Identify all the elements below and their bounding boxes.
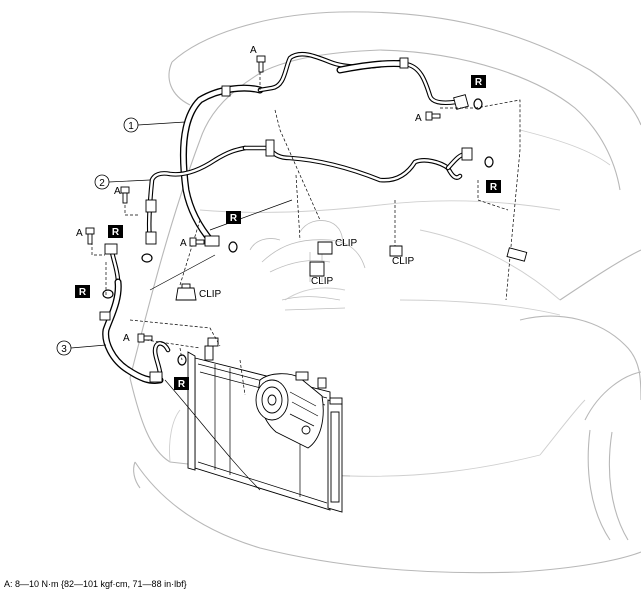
clip-icon	[506, 247, 528, 262]
svg-text:2: 2	[99, 178, 105, 189]
bolt-icon	[256, 55, 266, 73]
clip-icon	[309, 261, 325, 277]
svg-text:A: A	[114, 186, 121, 197]
o-ring-icon	[102, 289, 114, 299]
routing-lines	[91, 72, 521, 491]
svg-text:R: R	[79, 287, 87, 298]
clips	[175, 241, 528, 301]
o-ring-icon	[141, 253, 153, 263]
o-ring-icon	[177, 354, 187, 366]
svg-text:R: R	[178, 379, 186, 390]
svg-text:R: R	[490, 182, 498, 193]
replace-badge: R	[75, 285, 90, 298]
bolt-icon	[189, 237, 205, 247]
o-ring-icon	[473, 98, 483, 110]
callout-2: 2	[94, 174, 151, 190]
svg-text:A: A	[415, 113, 422, 124]
svg-text:A: A	[250, 45, 257, 56]
bolt-icon	[137, 333, 153, 343]
o-rings	[102, 98, 494, 366]
svg-text:CLIP: CLIP	[335, 238, 358, 249]
bolt-icon	[120, 186, 130, 204]
hose-1	[179, 51, 469, 247]
bolt-icon	[425, 111, 441, 121]
svg-text:CLIP: CLIP	[392, 256, 415, 267]
svg-text:A: A	[180, 238, 187, 249]
torque-specification-note: A: 8—10 N·m {82—101 kgf·cm, 71—88 in·lbf…	[4, 579, 187, 589]
clip-labels: CLIP CLIP CLIP CLIP	[199, 238, 415, 300]
bolt-icon	[85, 227, 95, 245]
clip-icon	[317, 241, 333, 255]
svg-text:1: 1	[128, 121, 134, 132]
hose-2	[145, 139, 473, 245]
replace-badges: R R R R R R	[75, 75, 501, 390]
engine-detail	[249, 220, 366, 311]
compressor	[255, 371, 327, 449]
svg-text:A: A	[76, 228, 83, 239]
replace-badge: R	[174, 377, 189, 390]
svg-text:R: R	[112, 227, 120, 238]
clip-icon	[175, 283, 197, 301]
clip-icon	[389, 245, 403, 257]
bolt-labels: A A A A A A	[76, 45, 422, 344]
svg-text:CLIP: CLIP	[199, 289, 222, 300]
svg-text:R: R	[230, 213, 238, 224]
callout-3: 3	[56, 340, 107, 356]
svg-text:A: A	[123, 333, 130, 344]
svg-text:R: R	[475, 77, 483, 88]
o-ring-icon	[228, 241, 238, 253]
replace-badge: R	[471, 75, 486, 88]
replace-badge: R	[486, 180, 501, 193]
callout-1: 1	[123, 117, 186, 133]
svg-text:3: 3	[61, 344, 67, 355]
o-ring-icon	[484, 156, 494, 168]
svg-text:CLIP: CLIP	[311, 276, 334, 287]
replace-badge: R	[108, 225, 123, 238]
bolts	[85, 55, 441, 343]
replace-badge: R	[226, 211, 241, 224]
hose-3	[99, 243, 171, 384]
